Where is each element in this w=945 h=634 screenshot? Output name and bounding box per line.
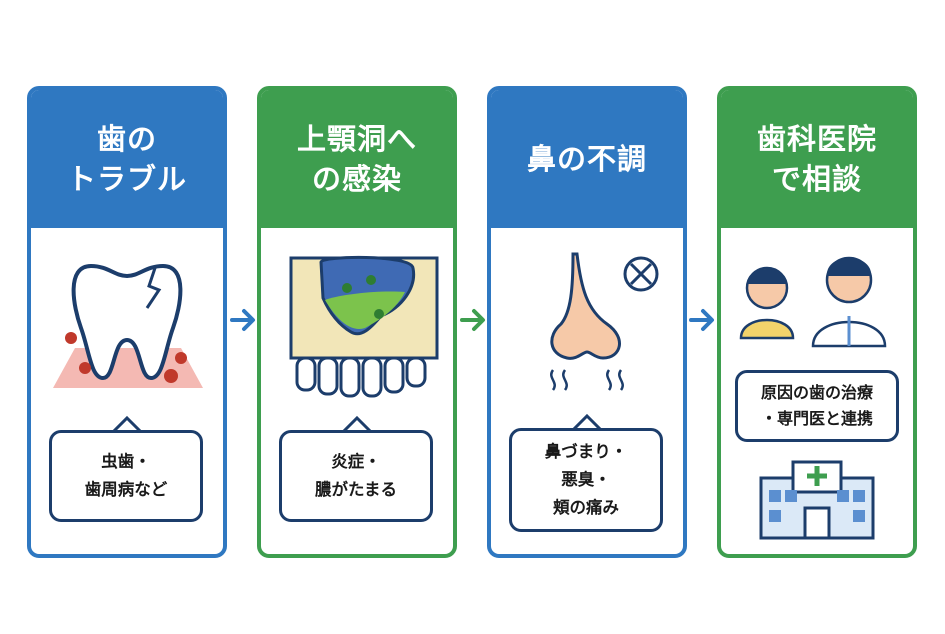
step-card-dental-consultation: 歯科医院 で相談 原因の歯の治療 [717, 86, 917, 558]
step-card-tooth-trouble: 歯の トラブル 虫歯・ 歯周病など [27, 86, 227, 558]
arrow-right-icon [460, 309, 485, 331]
maxillary-sinus-icon [289, 255, 439, 434]
step-title: 鼻の不調 [491, 90, 683, 228]
caption-bubble: 虫歯・ 歯周病など [49, 430, 203, 522]
nose-icon [550, 252, 659, 432]
step-card-sinus-infection: 上顎洞へ の感染 炎症・ 膿がたまる [257, 86, 457, 558]
caption-bubble: 原因の歯の治療 ・専門医と連携 [735, 370, 899, 442]
caption-bubble: 鼻づまり・ 悪臭・ 頬の痛み [509, 428, 663, 532]
arrow-right-icon [689, 309, 714, 331]
tooth-icon [53, 264, 203, 434]
step-title: 歯科医院 で相談 [721, 90, 913, 228]
step-title: 上顎洞へ の感染 [261, 90, 453, 228]
arrow-right-icon [230, 309, 255, 331]
step-title: 歯の トラブル [31, 90, 223, 228]
caption-bubble: 炎症・ 膿がたまる [279, 430, 433, 522]
step-card-nose-problem: 鼻の不調 鼻づまり・ 悪臭・ 頬の痛み [487, 86, 687, 558]
